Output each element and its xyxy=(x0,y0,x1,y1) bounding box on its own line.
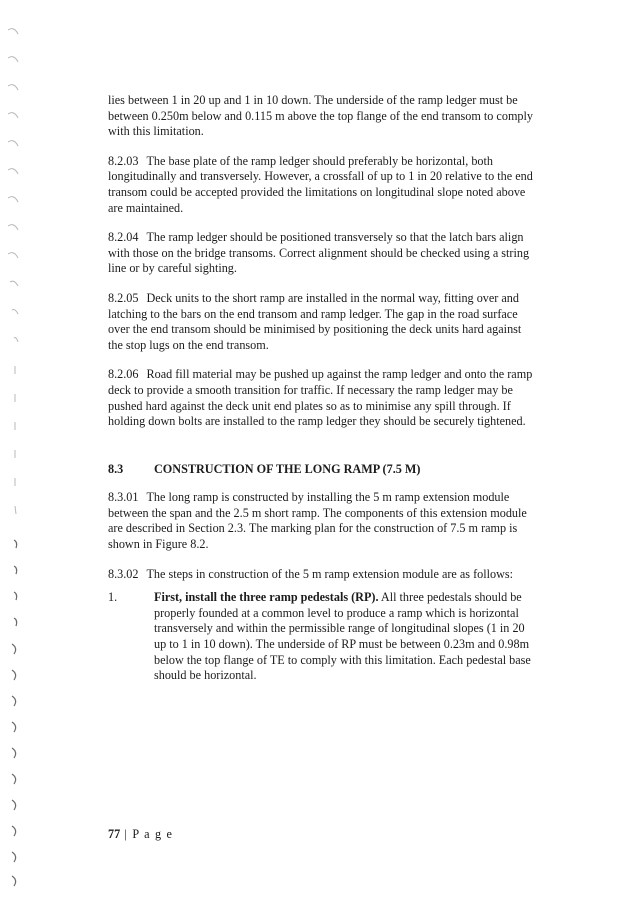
page-number: 77 xyxy=(108,827,121,841)
step-lead: First, install the three ramp pedestals … xyxy=(154,590,379,605)
paragraph-number: 8.2.03 xyxy=(108,153,139,168)
paragraph-text: The long ramp is constructed by installi… xyxy=(108,490,527,552)
step-text: All three pedestals should be properly f… xyxy=(154,590,531,683)
binding-holes-decoration xyxy=(7,28,19,887)
paragraph-text: The ramp ledger should be positioned tra… xyxy=(108,230,530,276)
page-footer: 77 | P a g e xyxy=(108,827,173,842)
paragraph-number: 8.3.01 xyxy=(108,490,139,505)
section-heading: 8.3 CONSTRUCTION OF THE LONG RAMP (7.5 M) xyxy=(108,462,538,478)
document-page: lies between 1 in 20 up and 1 in 10 down… xyxy=(108,93,538,684)
section-number: 8.3 xyxy=(108,461,124,476)
paragraph-number: 8.2.06 xyxy=(108,367,139,382)
paragraph-text: The steps in construction of the 5 m ram… xyxy=(146,566,514,581)
paragraph-text: The base plate of the ramp ledger should… xyxy=(108,153,533,215)
footer-label: P a g e xyxy=(132,827,174,841)
paragraph-8-3-02: 8.3.02 The steps in construction of the 5… xyxy=(108,567,538,583)
step-body: First, install the three ramp pedestals … xyxy=(154,590,538,684)
paragraph-text: lies between 1 in 20 up and 1 in 10 down… xyxy=(108,93,533,139)
paragraph-number: 8.2.04 xyxy=(108,230,139,245)
step-number: 1. xyxy=(108,590,118,605)
paragraph-text: Deck units to the short ramp are install… xyxy=(108,290,522,352)
paragraph-number: 8.3.02 xyxy=(108,566,139,581)
step-item: 1. First, install the three ramp pedesta… xyxy=(108,590,538,684)
section-title: CONSTRUCTION OF THE LONG RAMP (7.5 M) xyxy=(154,461,421,476)
paragraph-text: Road fill material may be pushed up agai… xyxy=(108,367,533,429)
footer-separator: | xyxy=(120,827,133,841)
paragraph-number: 8.2.05 xyxy=(108,290,139,305)
paragraph-continuation: lies between 1 in 20 up and 1 in 10 down… xyxy=(108,93,538,140)
